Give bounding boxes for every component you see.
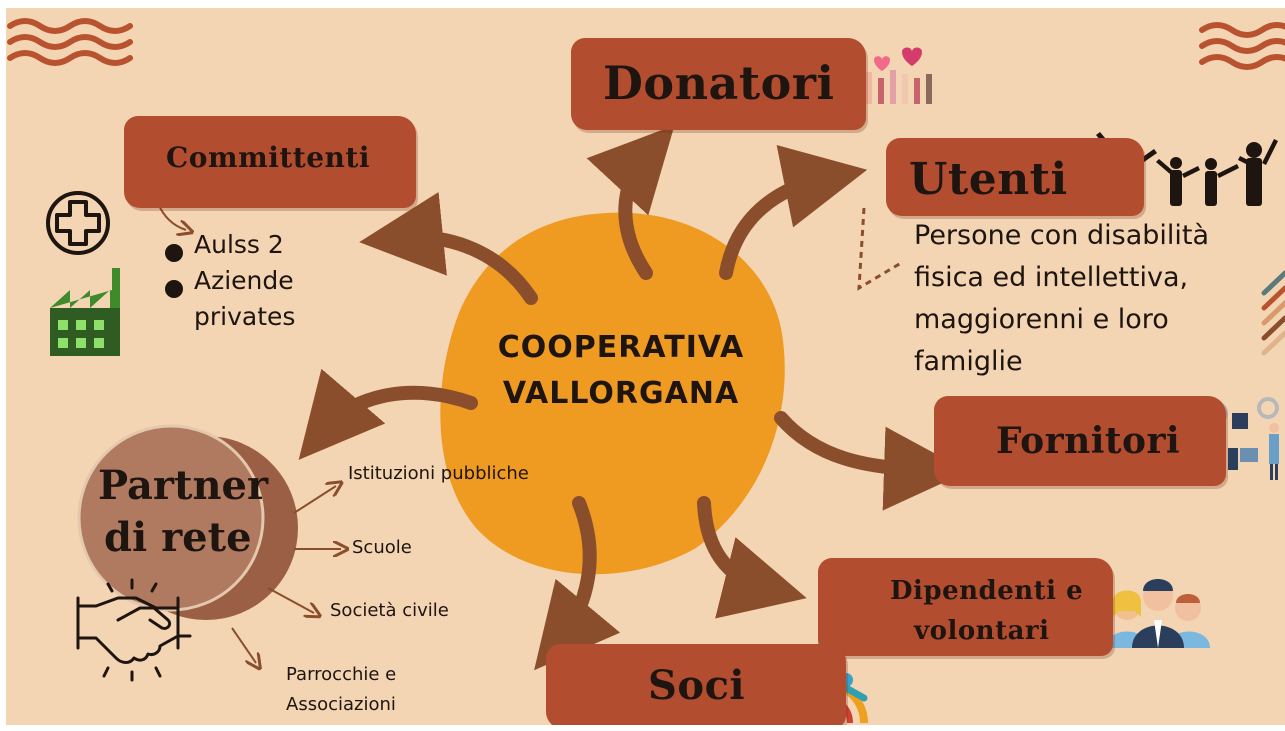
diagram-canvas: Donatori Committenti Utenti Fornitori Di… (6, 8, 1285, 725)
partner-item-parrocchie: Parrocchie e (286, 664, 397, 685)
dipendenti-line2: volontari (914, 616, 1050, 646)
arrow-fornitori (774, 411, 968, 511)
fornitori-box (934, 396, 1226, 486)
factory-icon (50, 268, 120, 356)
arrow-dipendenti (697, 496, 807, 619)
medical-cross-icon (46, 191, 110, 255)
committenti-item-1: Aulss 2 (194, 230, 284, 259)
diagram-graphics (7, 18, 1285, 724)
main-arrows (298, 125, 968, 671)
dipendenti-line1: Dipendenti e (890, 576, 1084, 606)
arrow-utenti (719, 145, 868, 280)
partner-title-line1: Partner (98, 462, 269, 509)
soci-box (546, 644, 846, 725)
donatori-box (571, 38, 866, 130)
arrow-soci (534, 496, 621, 671)
partner-arrows (231, 486, 341, 663)
center-title-line2: VALLORGANA (502, 376, 740, 411)
partner-item-scuole: Scuole (352, 537, 412, 558)
utenti-box (886, 138, 1144, 216)
partner-item-istituzioni: Istituzioni pubbliche (348, 463, 529, 484)
bullet-2 (165, 280, 183, 298)
committenti-item-2-cont: privates (194, 302, 296, 331)
partner-title-line2: di rete (104, 514, 252, 561)
partner-item-associazioni: Associazioni (286, 694, 396, 715)
center-title-line1: COOPERATIVA (497, 330, 745, 365)
utenti-desc-4: famiglie (914, 346, 1023, 377)
utenti-desc-1: Persone con disabilità (914, 220, 1210, 251)
utenti-desc-2: fisica ed intellettiva, (914, 262, 1189, 293)
arrow-committenti (359, 192, 538, 305)
wave-decoration-left (7, 18, 133, 66)
dipendenti-box (818, 558, 1113, 656)
soci-label: Soci (648, 662, 746, 709)
utenti-label: Utenti (909, 154, 1068, 205)
committenti-box (124, 116, 416, 208)
committenti-item-2: Aziende (194, 266, 294, 295)
stripes-decoration (1261, 270, 1285, 356)
partner-circle-front (77, 424, 265, 612)
arrow-partner (298, 368, 478, 460)
fornitori-label: Fornitori (996, 420, 1181, 462)
wave-decoration-right (1199, 22, 1285, 70)
employees-icon (1106, 579, 1210, 648)
committenti-label: Committenti (166, 141, 370, 174)
arrow-donatori (586, 125, 675, 280)
handshake-icon (76, 578, 192, 682)
donatori-label: Donatori (603, 56, 835, 110)
bullet-1 (165, 244, 183, 262)
utenti-connector (857, 207, 902, 291)
partner-item-societa: Società civile (330, 600, 449, 621)
utenti-desc-3: maggiorenni e loro (914, 304, 1169, 335)
